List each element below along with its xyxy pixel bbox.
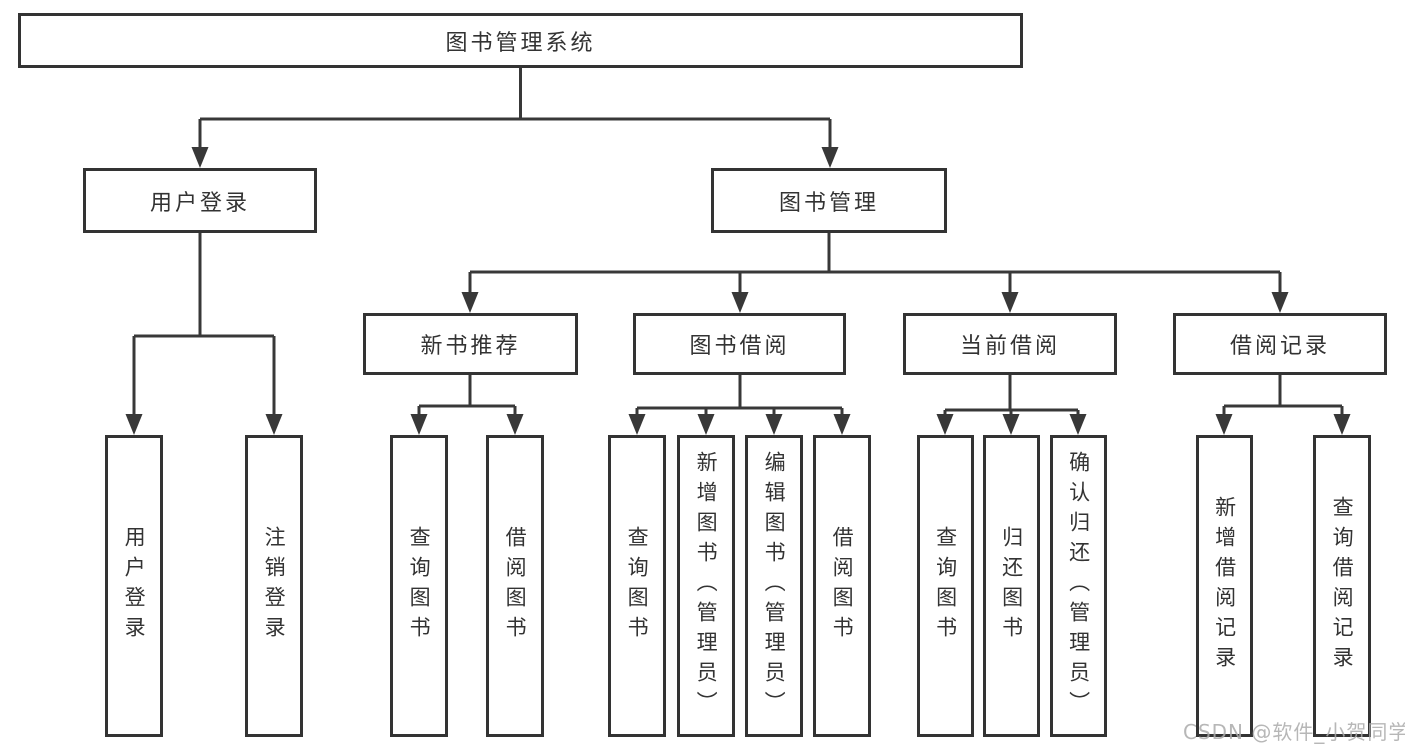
arrowhead [821, 147, 839, 168]
node-new-book-recommend-label: 新书推荐 [420, 334, 521, 359]
node-current-borrow-label: 当前借阅 [959, 334, 1060, 359]
node-leaf-add-books-admin-label: 新增图书（管理员） [694, 451, 719, 721]
node-leaf-borrow-books-1-label: 借阅图书 [503, 526, 528, 646]
node-leaf-query-books-2: 查询图书 [608, 435, 666, 737]
node-book-management-system-label: 图书管理系统 [445, 30, 596, 56]
node-current-borrow: 当前借阅 [903, 313, 1117, 375]
node-leaf-borrow-books-2-label: 借阅图书 [830, 526, 855, 646]
node-leaf-query-books-1-label: 查询图书 [407, 526, 432, 646]
node-book-management-group-label: 图书管理 [778, 190, 879, 216]
connector-borrow-records-children [1215, 375, 1351, 435]
arrowhead [765, 414, 783, 435]
node-leaf-query-books-1: 查询图书 [390, 435, 448, 737]
arrowhead [1215, 414, 1233, 435]
node-leaf-logout-label: 注销登录 [262, 526, 287, 646]
node-user-login-group-label: 用户登录 [149, 190, 250, 216]
node-new-book-recommend: 新书推荐 [363, 313, 578, 375]
connector-user-login-children [125, 233, 283, 435]
node-leaf-logout: 注销登录 [245, 435, 303, 737]
node-leaf-query-borrow-record-label: 查询借阅记录 [1330, 496, 1355, 676]
node-leaf-borrow-books-2: 借阅图书 [813, 435, 871, 737]
node-user-login-group: 用户登录 [83, 168, 317, 233]
arrowhead [936, 414, 954, 435]
arrowhead [697, 414, 715, 435]
arrowhead [1271, 292, 1289, 313]
arrowhead [628, 414, 646, 435]
node-borrow-records-label: 借阅记录 [1229, 334, 1330, 359]
arrowhead [833, 414, 851, 435]
arrowhead [461, 292, 479, 313]
arrowhead [265, 414, 283, 435]
node-book-borrow-label: 图书借阅 [689, 334, 790, 359]
node-leaf-add-borrow-record-label: 新增借阅记录 [1212, 496, 1237, 676]
node-leaf-confirm-return-admin: 确认归还（管理员） [1050, 435, 1107, 737]
node-leaf-query-books-3: 查询图书 [917, 435, 974, 737]
node-book-management-group: 图书管理 [711, 168, 947, 233]
arrowhead [1002, 414, 1020, 435]
node-leaf-add-borrow-record: 新增借阅记录 [1196, 435, 1253, 737]
node-leaf-borrow-books-1: 借阅图书 [486, 435, 544, 737]
arrowhead [191, 147, 209, 168]
node-book-management-system: 图书管理系统 [18, 13, 1023, 68]
arrowhead [1001, 292, 1019, 313]
arrowhead [410, 414, 428, 435]
node-leaf-query-borrow-record: 查询借阅记录 [1313, 435, 1371, 737]
node-leaf-confirm-return-admin-label: 确认归还（管理员） [1066, 451, 1091, 721]
connector-current-borrow-children [936, 375, 1087, 435]
node-leaf-edit-books-admin-label: 编辑图书（管理员） [762, 451, 787, 721]
node-leaf-add-books-admin: 新增图书（管理员） [677, 435, 735, 737]
connector-book-management-children [461, 233, 1289, 313]
node-leaf-user-login: 用户登录 [105, 435, 163, 737]
csdn-watermark: CSDN @软件_小贺同学 [1183, 720, 1405, 744]
arrowhead [125, 414, 143, 435]
node-leaf-query-books-3-label: 查询图书 [933, 526, 958, 646]
arrowhead [506, 414, 524, 435]
node-book-borrow: 图书借阅 [633, 313, 846, 375]
node-leaf-query-books-2-label: 查询图书 [625, 526, 650, 646]
arrowhead [731, 292, 749, 313]
node-leaf-return-books: 归还图书 [983, 435, 1040, 737]
connector-book-borrow-children [628, 375, 851, 435]
node-leaf-return-books-label: 归还图书 [999, 526, 1024, 646]
node-borrow-records: 借阅记录 [1173, 313, 1387, 375]
connector-root-to-level2 [191, 67, 839, 168]
connector-new-book-children [410, 375, 524, 435]
arrowhead [1333, 414, 1351, 435]
arrowhead [1069, 414, 1087, 435]
node-leaf-edit-books-admin: 编辑图书（管理员） [745, 435, 803, 737]
node-leaf-user-login-label: 用户登录 [122, 526, 147, 646]
